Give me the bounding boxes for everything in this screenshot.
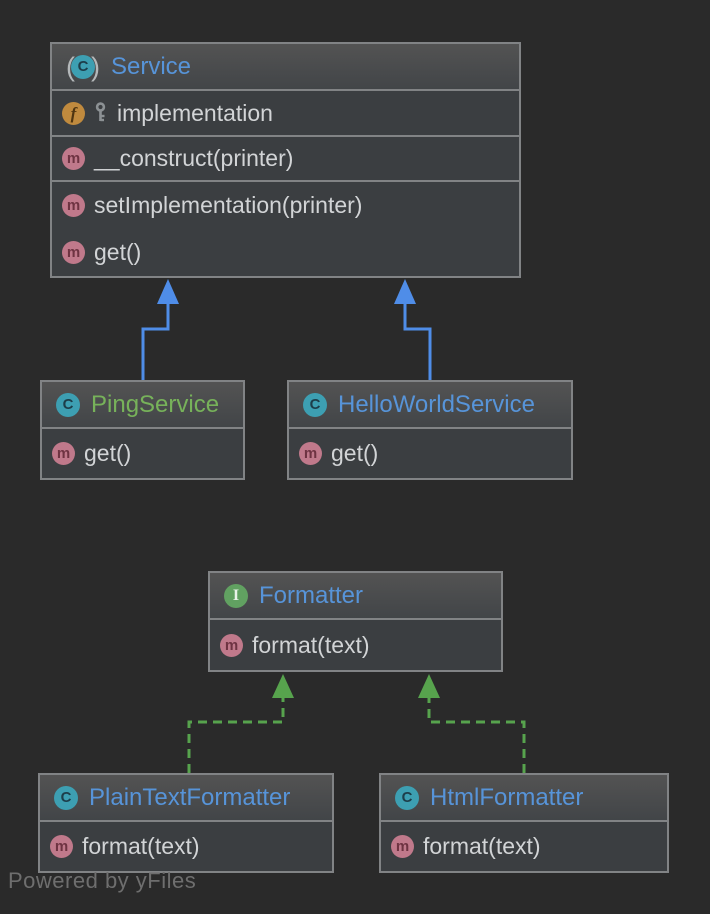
inheritance-arrowhead-icon — [157, 279, 179, 304]
method-label: get() — [94, 239, 142, 265]
class-node-htmlformatter[interactable]: C HtmlFormatter m format(text) — [379, 773, 669, 873]
implements-edge-htmlformatter[interactable] — [418, 674, 526, 773]
class-icon: C — [303, 392, 327, 417]
method-label: format(text) — [82, 833, 200, 859]
abstract-class-icon: ( C ) — [66, 53, 100, 80]
class-node-service[interactable]: ( C ) Service f implementation m __c — [50, 42, 521, 278]
method-label: __construct(printer) — [94, 145, 294, 171]
methods-compartment: m format(text) — [40, 822, 332, 871]
method-label: format(text) — [423, 833, 541, 859]
method-row[interactable]: m format(text) — [381, 822, 667, 871]
class-node-helloworldservice[interactable]: C HelloWorldService m get() — [287, 380, 573, 480]
methods-compartment: m get() — [42, 429, 243, 478]
class-icon: C — [54, 785, 78, 810]
interface-node-formatter[interactable]: I Formatter m format(text) — [208, 571, 503, 672]
method-label: get() — [84, 440, 132, 466]
method-row[interactable]: m setImplementation(printer) — [52, 182, 519, 229]
interface-icon: I — [224, 583, 248, 608]
class-icon: C — [56, 392, 80, 417]
method-icon: m — [62, 241, 85, 264]
inheritance-arrowhead-icon — [394, 279, 416, 304]
class-header-service: ( C ) Service — [52, 44, 519, 91]
method-row[interactable]: m get() — [42, 429, 243, 478]
class-header-helloworldservice: C HelloWorldService — [289, 382, 571, 429]
method-icon: m — [220, 633, 243, 657]
method-row[interactable]: m format(text) — [210, 620, 501, 670]
class-header-plaintextformatter: C PlainTextFormatter — [40, 775, 332, 822]
method-icon: m — [62, 194, 85, 217]
key-icon — [95, 102, 106, 122]
methods-compartment: m setImplementation(printer) m get() — [52, 180, 519, 276]
methods-compartment: m format(text) — [381, 822, 667, 871]
method-icon: m — [391, 835, 414, 858]
class-title: Service — [111, 52, 192, 80]
method-label: format(text) — [252, 631, 370, 658]
implements-edge-plaintextformatter[interactable] — [187, 674, 294, 773]
fields-compartment: f implementation — [52, 91, 519, 135]
interface-header-formatter: I Formatter — [210, 573, 501, 620]
class-node-plaintextformatter[interactable]: C PlainTextFormatter m format(text) — [38, 773, 334, 873]
method-label: get() — [331, 440, 379, 466]
class-header-htmlformatter: C HtmlFormatter — [381, 775, 667, 822]
field-row[interactable]: f implementation — [52, 91, 519, 135]
implements-arrowhead-icon — [272, 674, 294, 698]
class-icon: C — [395, 785, 419, 810]
class-title: HelloWorldService — [338, 390, 535, 418]
method-icon: m — [50, 835, 73, 858]
method-icon: m — [62, 147, 85, 170]
class-header-pingservice: C PingService — [42, 382, 243, 429]
interface-title: Formatter — [259, 581, 364, 609]
class-title: PingService — [91, 390, 220, 418]
method-icon: m — [52, 442, 75, 465]
field-label: implementation — [117, 99, 273, 126]
yfiles-watermark: Powered by yFiles — [8, 868, 197, 893]
methods-compartment: m format(text) — [210, 620, 501, 670]
methods-compartment: m get() — [289, 429, 571, 478]
constructors-compartment: m __construct(printer) — [52, 135, 519, 180]
method-icon: m — [299, 442, 322, 465]
class-node-pingservice[interactable]: C PingService m get() — [40, 380, 245, 480]
method-row[interactable]: m get() — [289, 429, 571, 478]
method-row[interactable]: m __construct(printer) — [52, 137, 519, 180]
method-row[interactable]: m format(text) — [40, 822, 332, 871]
field-icon: f — [62, 101, 85, 125]
method-label: setImplementation(printer) — [94, 192, 363, 218]
class-title: HtmlFormatter — [430, 783, 584, 811]
extends-edge-helloworldservice[interactable] — [394, 279, 432, 380]
extends-edge-pingservice[interactable] — [141, 279, 179, 380]
implements-arrowhead-icon — [418, 674, 440, 698]
class-title: PlainTextFormatter — [89, 783, 291, 811]
method-row[interactable]: m get() — [52, 229, 519, 276]
